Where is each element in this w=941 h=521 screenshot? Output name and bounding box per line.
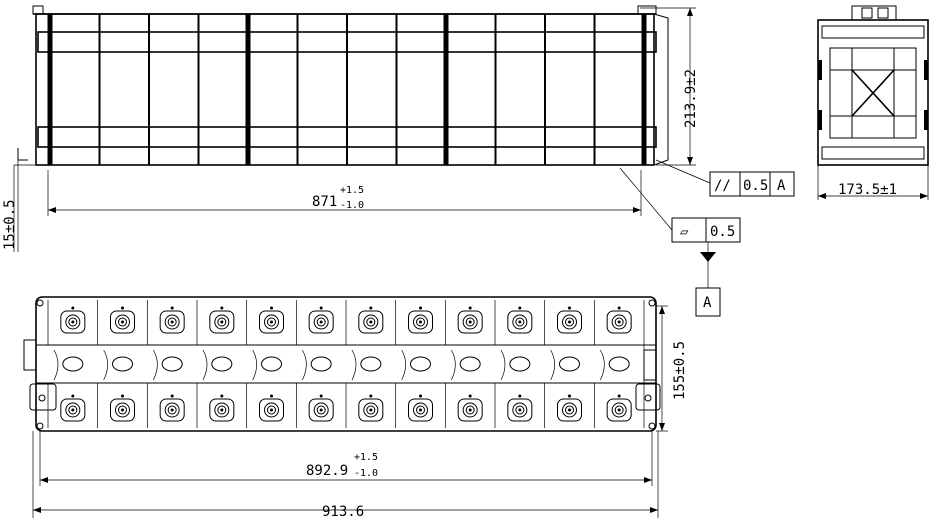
top-busbar-oval (211, 356, 233, 372)
flatness-value: 0.5 (710, 224, 735, 240)
flatness-symbol: ▱ (680, 224, 689, 240)
top-upper-terminal (507, 306, 533, 334)
top-lower-terminal (507, 394, 533, 422)
front-length-lower: -1.0 (340, 200, 364, 211)
side-width-label: 173.5±1 (838, 182, 897, 198)
top-busbar-oval (459, 356, 481, 372)
top-lower-terminal (110, 394, 135, 422)
front-length-dimension: 871 +1.5 -1.0 (47, 170, 642, 216)
top-lower-terminal (259, 394, 284, 422)
top-busbar-oval (62, 356, 84, 372)
top-lower-terminal (60, 394, 86, 422)
top-busbar-oval (161, 356, 183, 372)
top-busbar-oval (509, 356, 531, 372)
side-width-dimension: 173.5±1 (817, 165, 929, 200)
top-lower-terminal (308, 394, 334, 422)
parallelism-datum: A (777, 178, 786, 194)
top-upper-terminal (557, 306, 582, 334)
top-inner-length-base: 892.9 (306, 463, 348, 479)
top-lower-terminal (457, 394, 483, 422)
top-lower-terminal (606, 394, 632, 422)
front-cell-divider (98, 14, 101, 165)
front-height-dimension: 213.9±2 (640, 7, 699, 166)
top-view (23, 296, 661, 432)
top-inner-length-lower: -1.0 (354, 468, 378, 479)
top-busbar-ovals (53, 349, 630, 381)
front-cell-divider (593, 14, 596, 165)
datum-a-label: A (703, 295, 712, 311)
top-overall-length-label: 913.6 (322, 504, 364, 520)
top-lower-terminal (159, 394, 185, 422)
top-busbar-oval (410, 356, 431, 372)
left-offset-dimension: 15±0.5 (2, 148, 36, 252)
top-upper-terminal (209, 306, 235, 334)
front-cell-divider (641, 14, 647, 165)
front-view (17, 5, 669, 166)
top-lower-terminal (358, 394, 384, 422)
front-corner-tab-left (32, 5, 44, 15)
front-cell-divider (544, 14, 546, 165)
top-upper-terminals (47, 300, 645, 428)
side-view (817, 5, 929, 166)
top-upper-terminal (110, 306, 135, 334)
top-upper-terminal (259, 306, 284, 334)
top-lower-terminals (47, 383, 632, 428)
front-cell-divider (395, 14, 398, 165)
front-cell-divider (148, 14, 150, 165)
front-cell-divider (245, 14, 251, 165)
left-offset-label: 15±0.5 (2, 199, 18, 250)
front-cell-divider (47, 14, 53, 165)
parallelism-control-frame: // 0.5 A (655, 159, 795, 197)
top-lower-terminal (557, 394, 582, 422)
top-inner-length-dimension: 892.9 +1.5 -1.0 (39, 431, 653, 486)
top-upper-terminal (60, 306, 86, 334)
top-busbar-oval (608, 356, 630, 372)
front-left-foot (17, 148, 28, 161)
front-corner-tab-right (637, 5, 657, 15)
top-width-label: 155±0.5 (672, 341, 688, 400)
top-lower-terminal (209, 394, 235, 422)
parallelism-symbol: // (714, 178, 731, 194)
top-upper-terminal (457, 306, 483, 334)
top-upper-terminal (408, 306, 433, 334)
top-upper-terminal (308, 306, 334, 334)
front-cell-divider (197, 14, 200, 165)
top-busbar-oval (310, 356, 332, 372)
top-upper-terminal (358, 306, 384, 334)
top-overall-length-dimension: 913.6 (32, 431, 659, 520)
front-cell-divider (494, 14, 497, 165)
top-width-dimension: 155±0.5 (656, 305, 688, 432)
top-inner-length-upper: +1.5 (354, 452, 378, 463)
flatness-control-frame: ▱ 0.5 A (619, 167, 741, 317)
front-body (35, 13, 655, 166)
parallelism-value: 0.5 (743, 178, 768, 194)
front-height-label: 213.9±2 (683, 69, 699, 128)
top-upper-terminal (606, 306, 632, 334)
top-busbar-oval (559, 356, 580, 372)
front-length-upper: +1.5 (340, 185, 364, 196)
top-lower-terminal (408, 394, 433, 422)
top-upper-terminal (159, 306, 185, 334)
top-busbar-oval (112, 356, 133, 372)
top-busbar-oval (360, 356, 382, 372)
front-cell-divider (443, 14, 449, 165)
front-cell-dividers (47, 14, 647, 165)
front-length-base: 871 (312, 194, 337, 210)
front-cell-divider (346, 14, 348, 165)
top-busbar-oval (261, 356, 282, 372)
front-cell-divider (296, 14, 299, 165)
